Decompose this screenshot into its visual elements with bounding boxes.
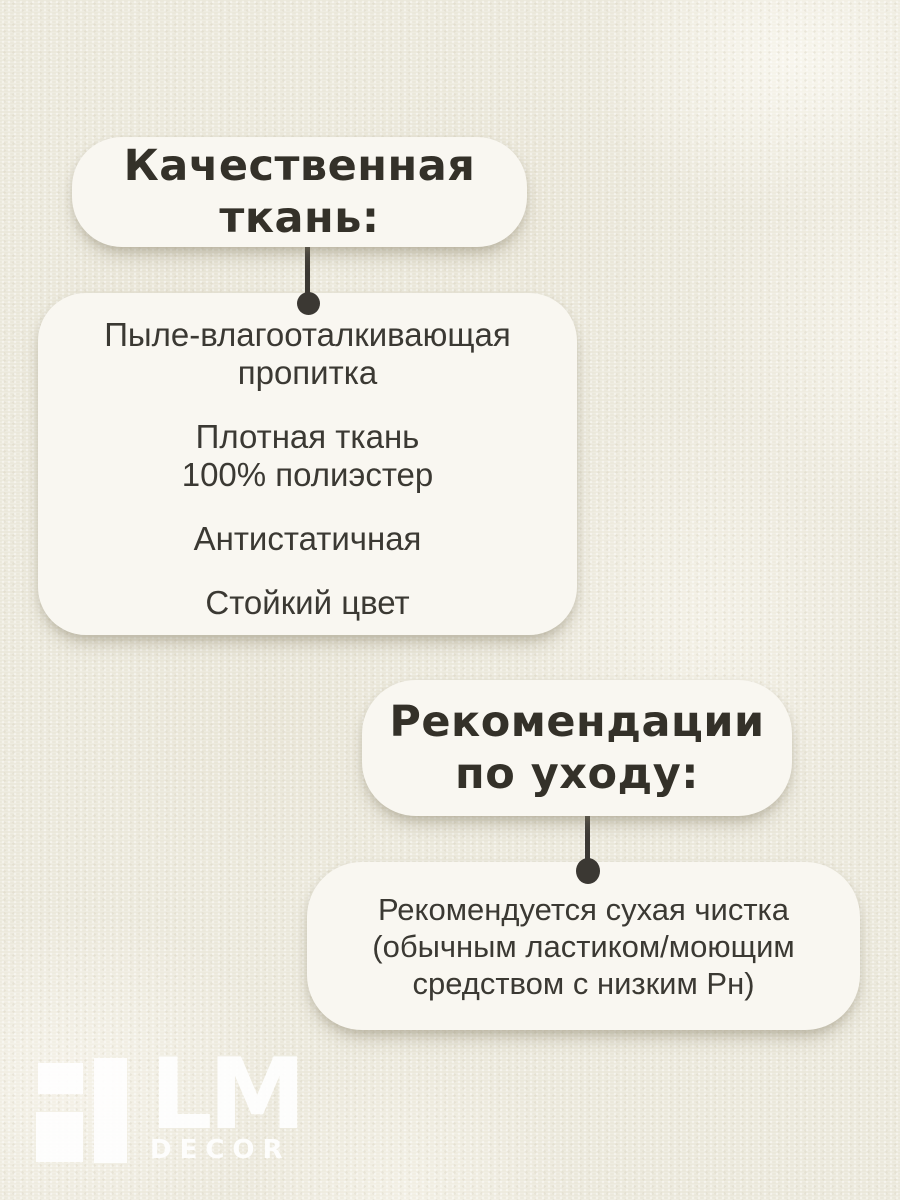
feature-antistatic: Антистатичная — [194, 520, 422, 558]
logo-block-top-left — [38, 1063, 83, 1094]
logo-block-bottom-left — [36, 1112, 83, 1162]
feature-density-line-2: 100% полиэстер — [181, 456, 434, 493]
feature-colorfast: Стойкий цвет — [205, 584, 409, 622]
feature-antistatic-line: Антистатичная — [193, 520, 422, 557]
feature-density-line-1: Плотная ткань — [195, 418, 420, 455]
feature-colorfast-line: Стойкий цвет — [205, 584, 410, 621]
quality-title-line-2: ткань: — [219, 193, 380, 243]
feature-impregnation-line-1: Пыле-влагооталкивающая — [104, 316, 511, 353]
quality-fabric-title-card: Качественная ткань: — [72, 137, 527, 247]
logo-sub-text: DECOR — [150, 1135, 291, 1165]
feature-impregnation: Пыле-влагооталкивающая пропитка — [104, 316, 511, 392]
lm-decor-logo-text: LM DECOR — [150, 1038, 306, 1165]
connector-line-quality — [305, 246, 310, 302]
care-title-line-1: Рекомендации — [389, 697, 765, 747]
logo-brand-text: LM — [150, 1038, 306, 1152]
lm-decor-logo-icon — [35, 1056, 128, 1164]
care-instructions-line-3: средством с низким Рн) — [412, 965, 755, 1001]
care-title-line-2: по уходу: — [455, 749, 699, 799]
care-instructions-card: Рекомендуется сухая чистка (обычным ласт… — [307, 862, 860, 1030]
connector-line-care — [585, 813, 590, 869]
care-recommendations-title-card: Рекомендации по уходу: — [362, 680, 792, 816]
connector-dot-care — [576, 858, 600, 884]
fabric-features-card: Пыле-влагооталкивающая пропитка Плотная … — [38, 293, 577, 635]
quality-title-line-1: Качественная — [123, 141, 476, 191]
care-instructions-line-1: Рекомендуется сухая чистка — [377, 891, 790, 927]
logo-block-right — [94, 1058, 127, 1163]
care-instructions-line-2: (обычным ластиком/моющим — [372, 928, 795, 964]
feature-impregnation-line-2: пропитка — [237, 354, 378, 391]
lm-decor-logo: LM DECOR — [35, 1038, 306, 1165]
feature-density: Плотная ткань 100% полиэстер — [182, 418, 434, 494]
connector-dot-quality — [297, 292, 320, 315]
